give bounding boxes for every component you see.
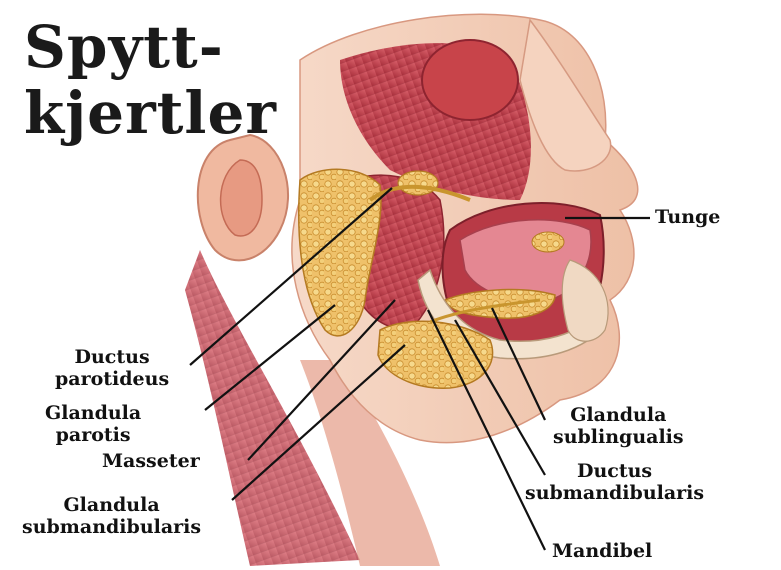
label-ductus-parotideus: Ductus parotideus <box>55 346 169 390</box>
label-masseter: Masseter <box>102 450 200 472</box>
title-line-2: kjertler <box>24 84 277 142</box>
label-glandula-parotis: Glandula parotis <box>45 402 141 446</box>
label-glandula-sublingualis: Glandula sublingualis <box>553 404 684 448</box>
label-mandibel: Mandibel <box>552 540 652 562</box>
label-glandula-submandibularis: Glandula submandibularis <box>22 494 201 538</box>
lingual-gland <box>532 232 564 252</box>
title-line-1: Spytt- <box>24 18 224 76</box>
accessory-parotid <box>398 171 438 195</box>
orbicularis-muscle <box>422 40 518 120</box>
label-ductus-submandibularis: Ductus submandibularis <box>525 460 704 504</box>
label-tunge: Tunge <box>655 206 720 228</box>
